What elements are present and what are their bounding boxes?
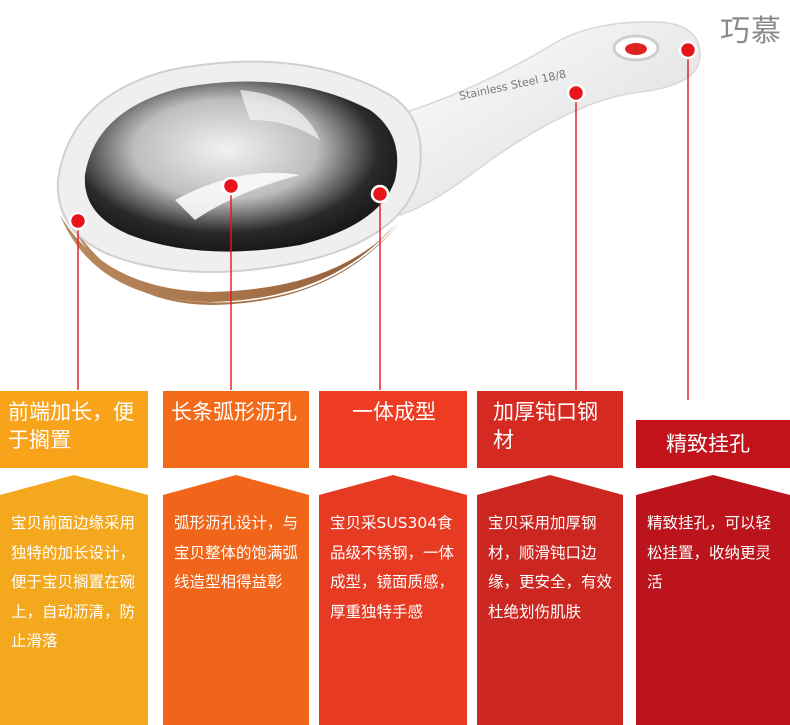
feature-desc: 宝贝前面边缘采用独特的加长设计，便于宝贝搁置在碗上，自动沥清，防止滑落 bbox=[0, 475, 148, 725]
marker-dot bbox=[370, 184, 390, 204]
feature-title: 精致挂孔 bbox=[636, 420, 790, 468]
feature-desc-text: 弧形沥孔设计，与宝贝整体的饱满弧线造型相得益彰 bbox=[174, 514, 299, 591]
product-image: Stainless Steel 18/8 bbox=[56, 21, 701, 400]
feature-title: 加厚钝口钢材 bbox=[477, 391, 623, 468]
feature-desc-text: 宝贝前面边缘采用独特的加长设计，便于宝贝搁置在碗上，自动沥清，防止滑落 bbox=[11, 514, 136, 650]
marker-dot bbox=[221, 176, 241, 196]
feature-desc-text: 宝贝采SUS304食品级不锈钢，一体成型，镜面质感，厚重独特手感 bbox=[330, 514, 455, 621]
marker-dots bbox=[68, 40, 698, 231]
feature-card-4: 加厚钝口钢材 宝贝采用加厚钢材，顺滑钝口边缘，更安全，有效杜绝划伤肌肤 bbox=[477, 391, 623, 725]
feature-title: 一体成型 bbox=[319, 391, 467, 468]
brand-logo: 巧慕 bbox=[720, 14, 782, 49]
feature-card-1: 前端加长，便于搁置 宝贝前面边缘采用独特的加长设计，便于宝贝搁置在碗上，自动沥清… bbox=[0, 391, 148, 725]
marker-dot bbox=[566, 83, 586, 103]
feature-title: 长条弧形沥孔 bbox=[163, 391, 309, 468]
feature-desc-text: 精致挂孔，可以轻松挂置，收纳更灵活 bbox=[647, 514, 772, 591]
feature-desc-text: 宝贝采用加厚钢材，顺滑钝口边缘，更安全，有效杜绝划伤肌肤 bbox=[488, 514, 613, 621]
feature-desc: 弧形沥孔设计，与宝贝整体的饱满弧线造型相得益彰 bbox=[163, 475, 309, 725]
feature-card-5: 精致挂孔 精致挂孔，可以轻松挂置，收纳更灵活 bbox=[636, 420, 790, 725]
marker-dot bbox=[68, 211, 88, 231]
feature-title: 前端加长，便于搁置 bbox=[0, 391, 148, 468]
marker-dot bbox=[678, 40, 698, 60]
feature-desc: 精致挂孔，可以轻松挂置，收纳更灵活 bbox=[636, 475, 790, 725]
feature-card-3: 一体成型 宝贝采SUS304食品级不锈钢，一体成型，镜面质感，厚重独特手感 bbox=[319, 391, 467, 725]
feature-card-2: 长条弧形沥孔 弧形沥孔设计，与宝贝整体的饱满弧线造型相得益彰 bbox=[163, 391, 309, 725]
feature-desc: 宝贝采用加厚钢材，顺滑钝口边缘，更安全，有效杜绝划伤肌肤 bbox=[477, 475, 623, 725]
feature-desc: 宝贝采SUS304食品级不锈钢，一体成型，镜面质感，厚重独特手感 bbox=[319, 475, 467, 725]
